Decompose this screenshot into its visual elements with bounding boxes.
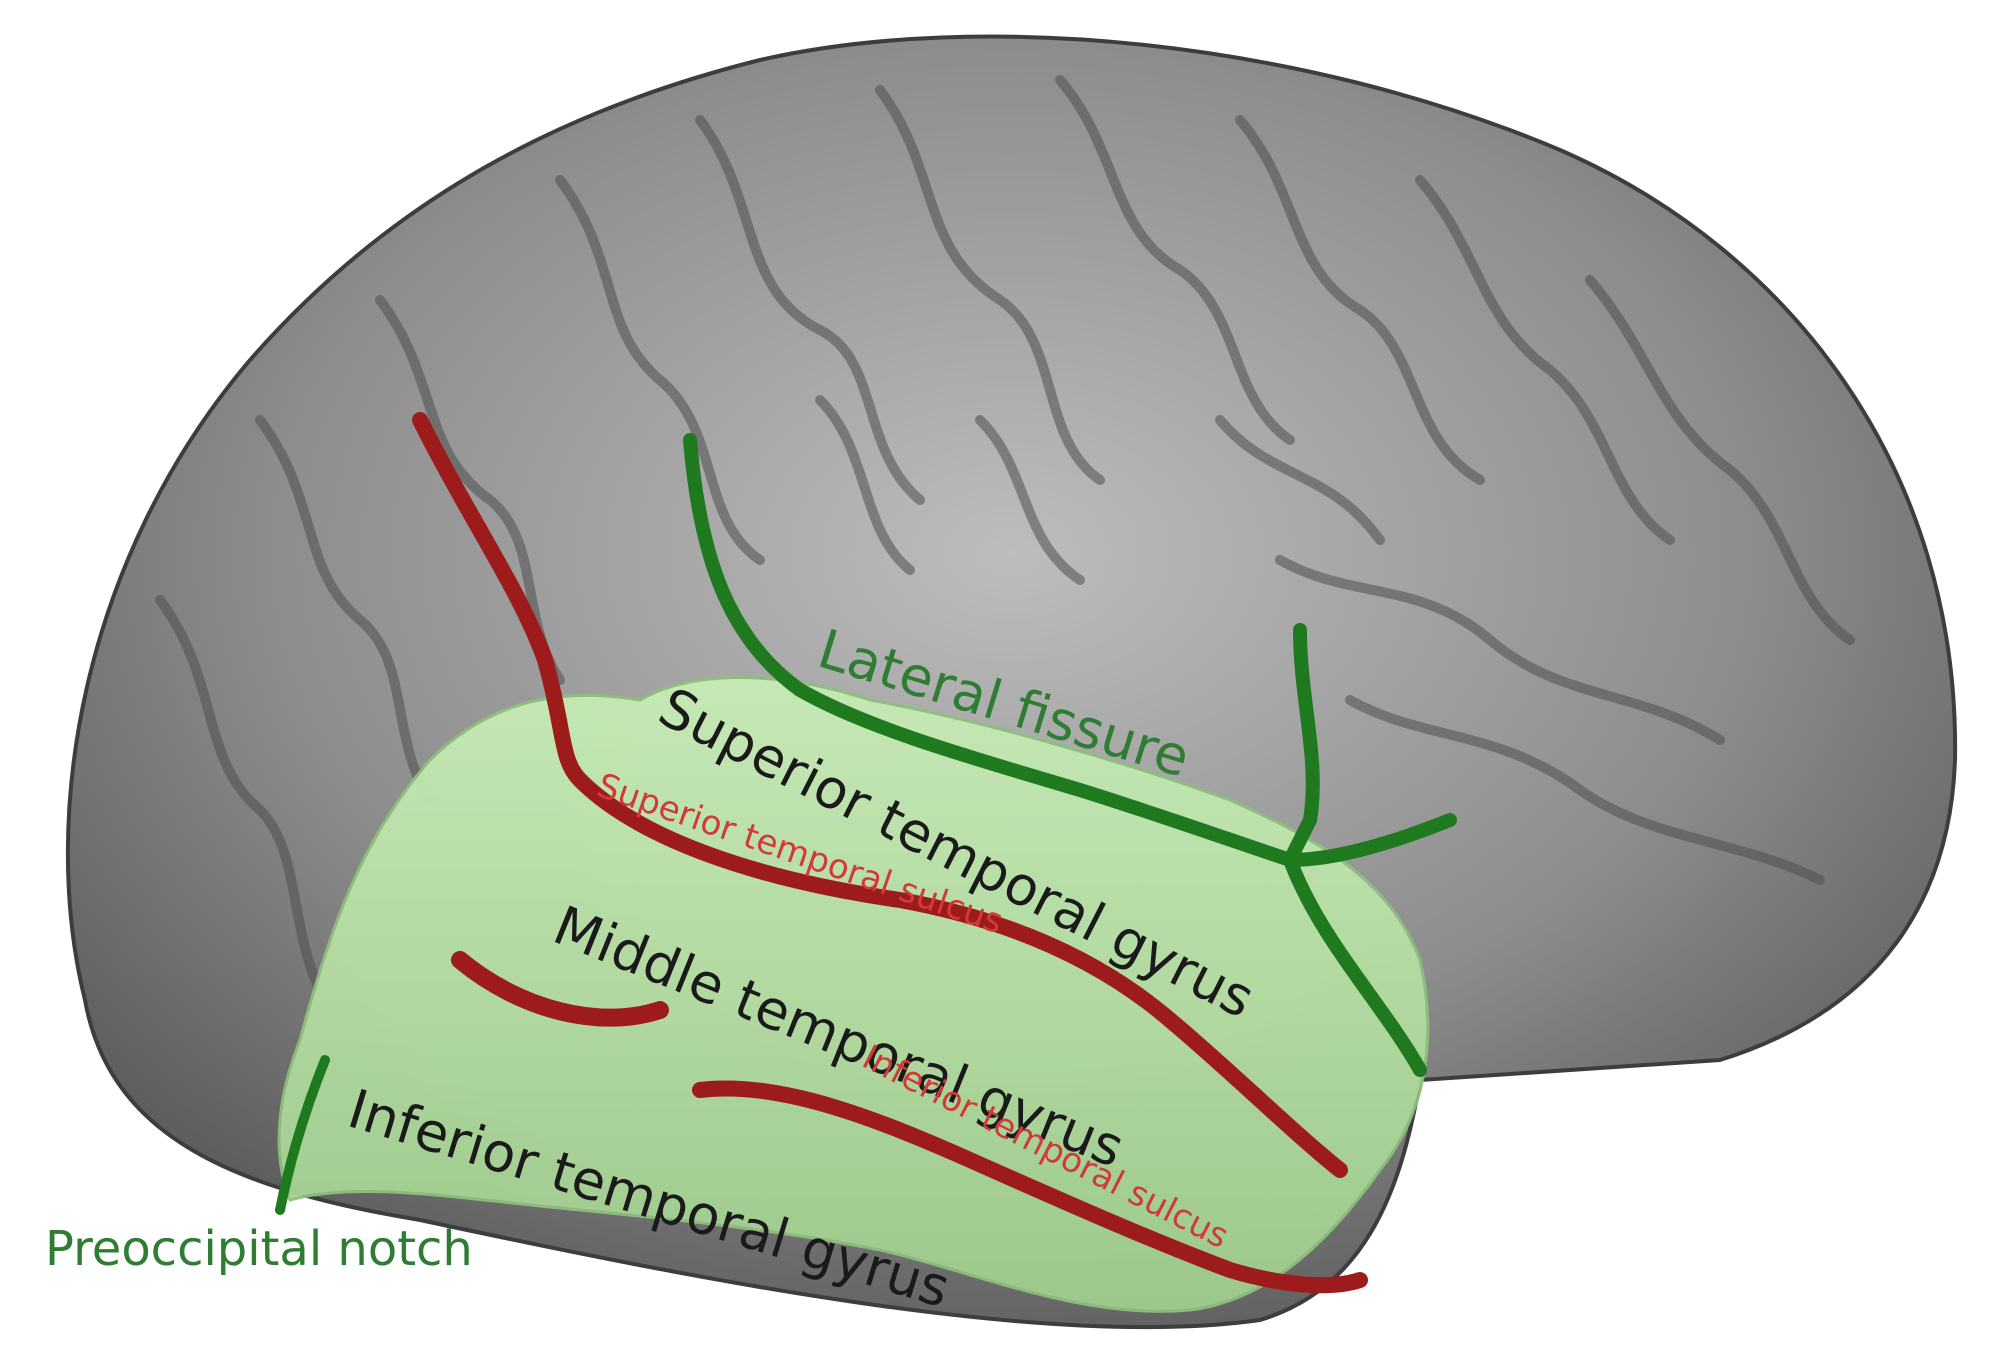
gyri-folds xyxy=(155,75,1855,995)
lateral-fissure-line xyxy=(683,433,1320,869)
inferior-temporal-sulcus-line xyxy=(692,1080,1368,1294)
superior-temporal-sulcus-line xyxy=(412,412,1348,1178)
preoccipital-notch-label: Preoccipital notch xyxy=(45,1221,473,1277)
temporal-lobe xyxy=(277,676,1430,1313)
preoccipital-notch-line xyxy=(275,1055,330,1215)
middle-sulcus-segment xyxy=(451,951,669,1027)
lateral-fissure-branch xyxy=(1283,813,1457,1077)
